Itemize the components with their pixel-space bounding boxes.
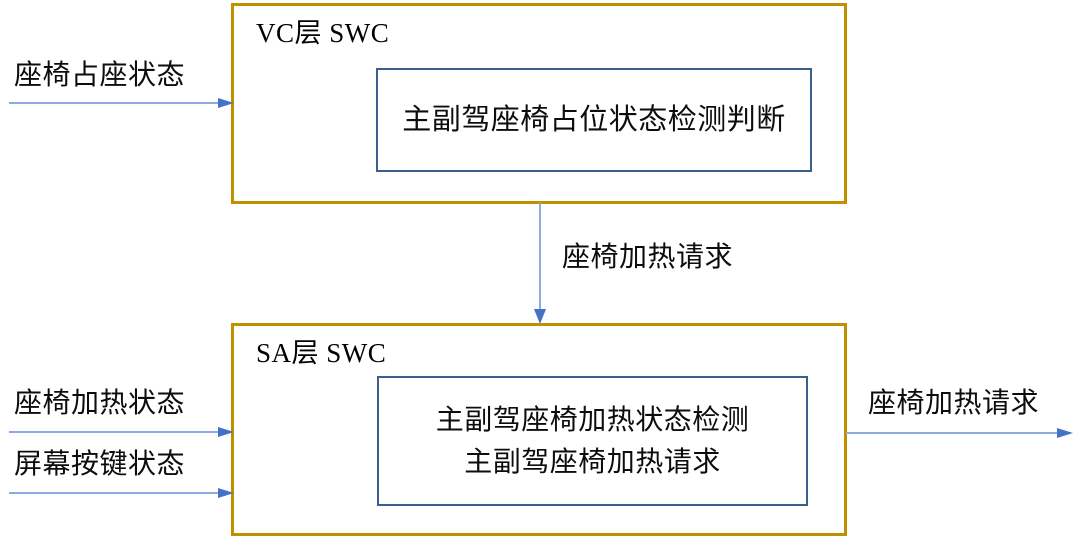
- flow-label-heat-request-output: 座椅加热请求: [868, 387, 1040, 418]
- arrow-seat-heat-status-to-sa: [9, 427, 234, 437]
- arrow-heat-request-sa-to-external: [846, 428, 1073, 438]
- arrow-screen-key-status-to-sa: [9, 488, 234, 498]
- sa-layer-title: SA层 SWC: [256, 338, 387, 368]
- arrow-seat-occupancy-to-vc: [9, 98, 234, 108]
- flow-label-heat-request-internal: 座椅加热请求: [562, 241, 734, 272]
- sa-module-box[interactable]: 主副驾座椅加热状态检测 主副驾座椅加热请求: [377, 376, 808, 506]
- arrow-heat-request-vc-to-sa: [534, 203, 546, 324]
- vc-module-box[interactable]: 主副驾座椅占位状态检测判断: [376, 68, 812, 172]
- sa-module-line-2: 主副驾座椅加热请求: [464, 446, 721, 477]
- vc-layer-title: VC层 SWC: [256, 18, 390, 48]
- sa-module-line-1: 主副驾座椅加热状态检测: [435, 404, 750, 435]
- flow-label-screen-key-status: 屏幕按键状态: [14, 448, 186, 479]
- vc-module-line-1: 主副驾座椅占位状态检测判断: [402, 104, 786, 136]
- flow-label-seat-heat-status: 座椅加热状态: [14, 387, 186, 418]
- flow-label-seat-occupancy: 座椅占座状态: [14, 59, 186, 90]
